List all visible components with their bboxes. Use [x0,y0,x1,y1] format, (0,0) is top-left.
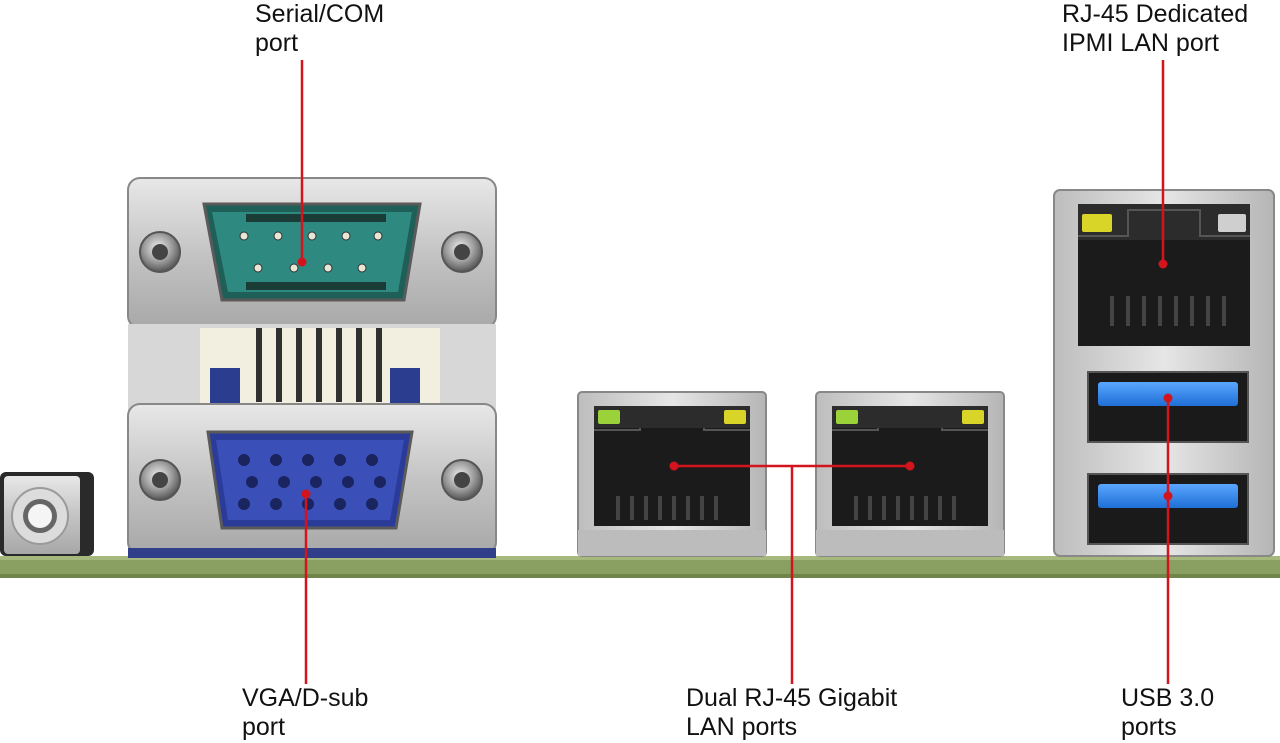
vga-port-icon [206,430,414,530]
ipmi-lan-port-icon [1078,204,1250,346]
ipmi-lan-callout: RJ-45 Dedicated IPMI LAN port [1062,0,1248,58]
callout-line: port [242,713,286,741]
callout-line: Serial/COM [255,0,385,28]
callout-line: RJ-45 Dedicated [1062,0,1249,28]
round-jack-icon [0,472,94,556]
vga-callout: VGA/D-sub port [242,684,368,742]
lan-port-1-icon [577,391,767,557]
callout-line: Dual RJ-45 Gigabit [686,684,898,712]
serial-com-callout: Serial/COM port [255,0,384,58]
callout-line: VGA/D-sub [242,684,369,712]
callout-line: USB 3.0 [1121,684,1215,712]
callout-line: IPMI LAN port [1062,29,1219,57]
callout-line: port [255,29,299,57]
leader-lines [300,60,1170,684]
usb-callout: USB 3.0 ports [1121,684,1214,742]
callout-line: ports [1121,713,1177,741]
dual-lan-callout: Dual RJ-45 Gigabit LAN ports [686,684,897,742]
callout-line: LAN ports [686,713,798,741]
lan-port-2-icon [815,391,1005,557]
pcb-board [0,556,1280,578]
serial-port-icon [202,202,422,302]
